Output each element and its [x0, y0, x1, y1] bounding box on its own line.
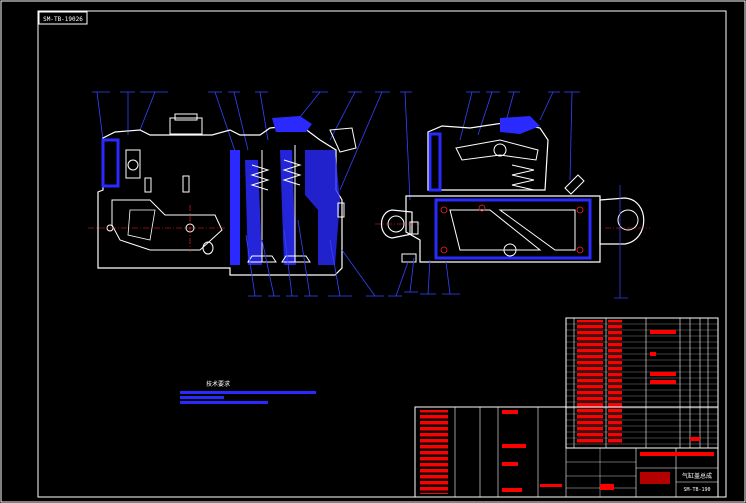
right-bottom-leaders: [388, 257, 460, 297]
right-top-leaders: [459, 91, 580, 181]
right-side-view: [375, 91, 650, 299]
technical-requirements: 技术要求: [180, 380, 316, 404]
left-bottom-leaders: [245, 219, 384, 297]
title-block-code: SM-TB-190: [683, 487, 710, 493]
tech-req-title: 技术要求: [206, 380, 230, 388]
title-block-name: 气缸盖总成: [682, 472, 712, 480]
left-section-view: [88, 91, 412, 297]
drawing-number: SM-TB-19026: [43, 16, 83, 23]
inner-frame: [37, 10, 727, 498]
drawing-number-box: SM-TB-19026: [38, 11, 88, 25]
left-top-leaders: [92, 91, 412, 201]
parts-list-table: [565, 317, 719, 449]
title-block: 气缸盖总成 SM-TB-190: [414, 406, 719, 498]
